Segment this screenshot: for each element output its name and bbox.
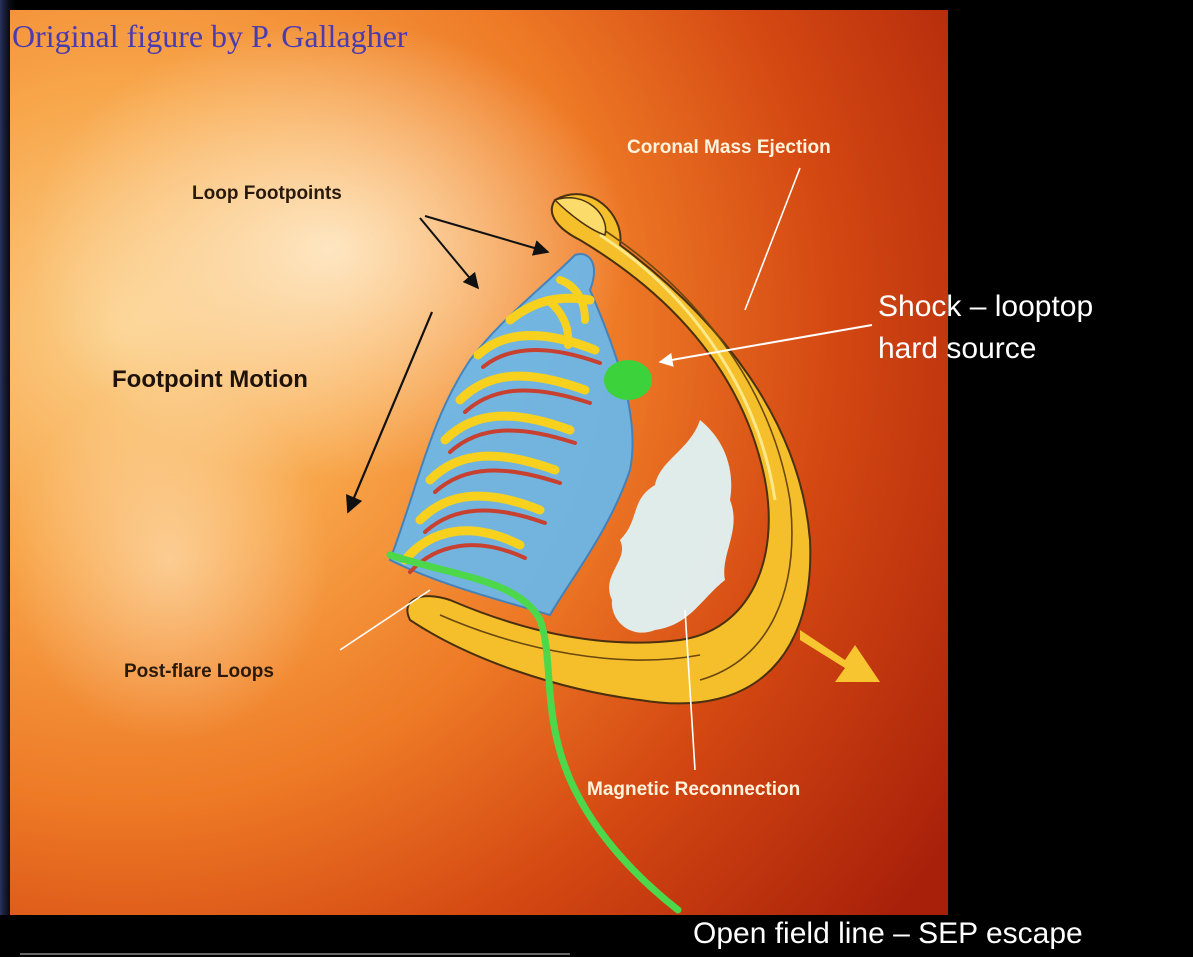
annotation-shock-line2: hard source <box>878 328 1093 370</box>
annotation-open-field: Open field line – SEP escape <box>693 917 1083 951</box>
annotation-shock: Shock – looptop hard source <box>878 286 1093 370</box>
shock-source <box>604 360 652 400</box>
label-coronal-mass-ejection: Coronal Mass Ejection <box>627 137 831 159</box>
sun-glow-2 <box>10 380 330 740</box>
label-loop-footpoints: Loop Footpoints <box>192 183 342 205</box>
label-magnetic-reconnection: Magnetic Reconnection <box>587 779 800 801</box>
label-post-flare-loops: Post-flare Loops <box>124 661 274 683</box>
figure-credit: Original figure by P. Gallagher <box>12 18 407 55</box>
annotation-shock-line1: Shock – looptop <box>878 286 1093 328</box>
label-footpoint-motion: Footpoint Motion <box>112 366 308 394</box>
